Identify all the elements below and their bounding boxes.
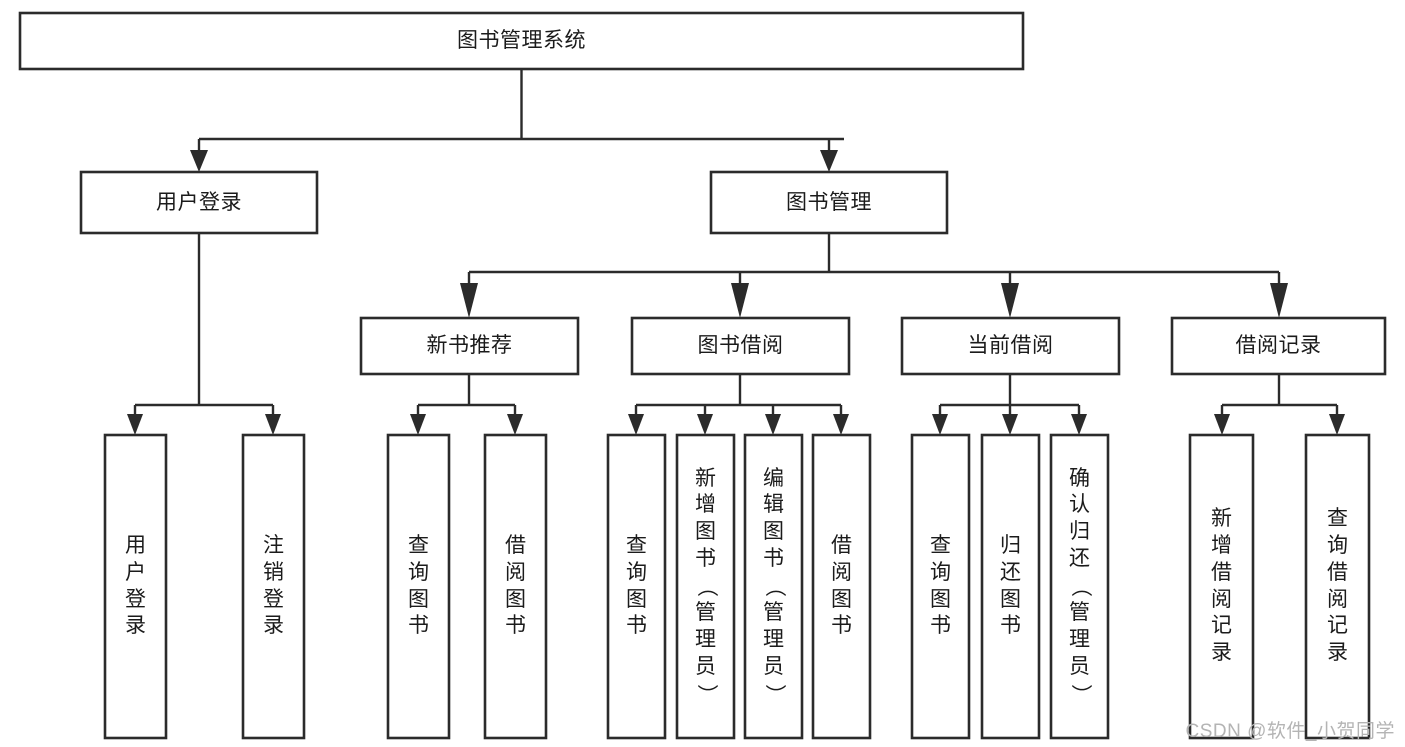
leaf-box-book-borrow-1[interactable] bbox=[675, 433, 736, 740]
leaf-box-current-borrow-2[interactable] bbox=[1049, 433, 1110, 740]
leaf-box-current-borrow-1[interactable] bbox=[980, 433, 1041, 740]
csdn-watermark: CSDN @软件_小贺同学 bbox=[1185, 721, 1395, 742]
connector-new-book-to-leaves bbox=[410, 374, 523, 435]
connector-book-borrow-to-leaves bbox=[628, 374, 849, 435]
node-root-box[interactable] bbox=[18, 11, 1025, 71]
leaf-box-book-borrow-3[interactable] bbox=[811, 433, 872, 740]
connector-level2-to-level3 bbox=[460, 233, 1288, 318]
leaf-box-book-borrow-0[interactable] bbox=[606, 433, 667, 740]
connector-borrow-record-to-leaves bbox=[1214, 374, 1345, 435]
node-borrow-record-box[interactable] bbox=[1170, 316, 1387, 376]
leaf-box-new-book-1[interactable] bbox=[483, 433, 548, 740]
leaf-box-current-borrow-0[interactable] bbox=[910, 433, 971, 740]
leaf-box-user-login-1[interactable] bbox=[241, 433, 306, 740]
node-book-management-box[interactable] bbox=[709, 170, 949, 235]
node-current-borrow-box[interactable] bbox=[900, 316, 1121, 376]
leaf-box-borrow-record-0[interactable] bbox=[1188, 433, 1255, 740]
leaf-box-book-borrow-2[interactable] bbox=[743, 433, 804, 740]
leaf-box-new-book-0[interactable] bbox=[386, 433, 451, 740]
connector-root-to-level2 bbox=[190, 69, 844, 172]
connector-user-login-to-leaves bbox=[127, 233, 281, 435]
leaf-box-borrow-record-1[interactable] bbox=[1304, 433, 1371, 740]
node-new-book-box[interactable] bbox=[359, 316, 580, 376]
node-book-borrow-box[interactable] bbox=[630, 316, 851, 376]
connector-current-borrow-to-leaves bbox=[932, 374, 1087, 435]
leaf-box-user-login-0[interactable] bbox=[103, 433, 168, 740]
node-user-login-box[interactable] bbox=[79, 170, 319, 235]
